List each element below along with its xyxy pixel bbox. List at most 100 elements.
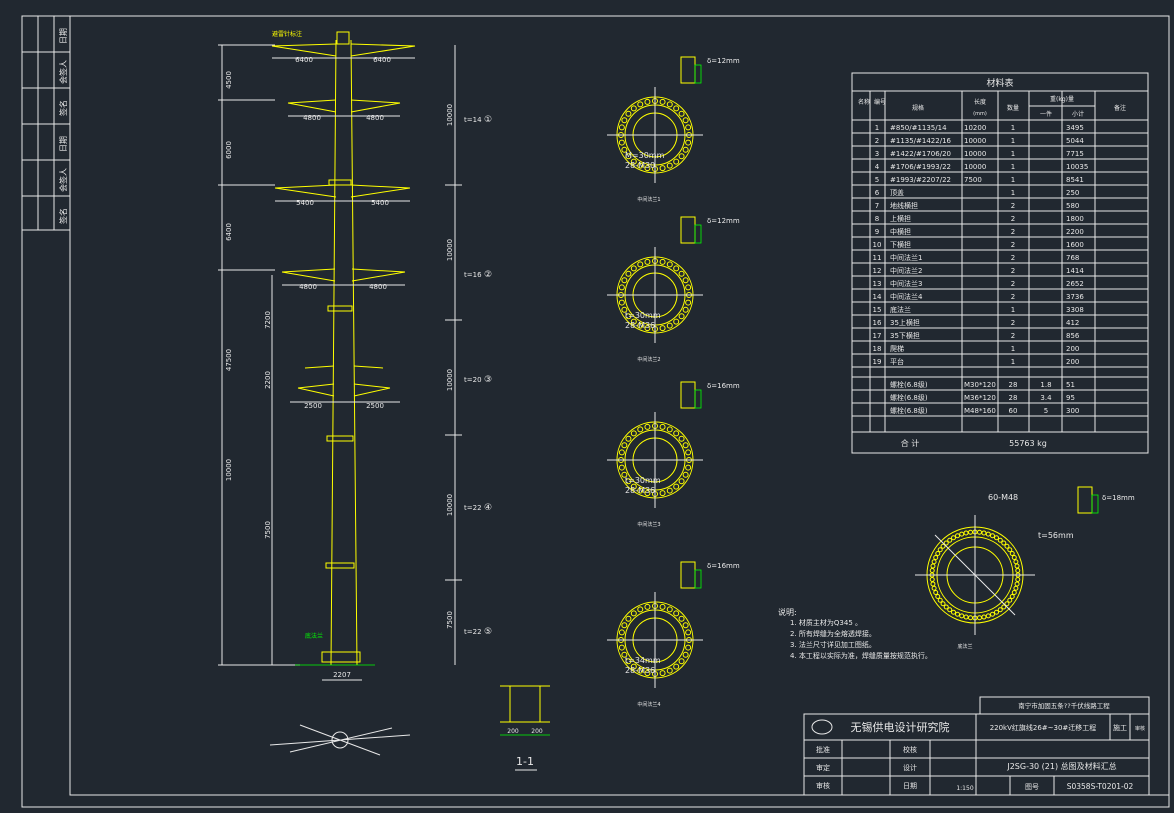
flange-note1-3: t=30mm [625, 476, 661, 485]
sheet-label: 图号 [1025, 783, 1039, 791]
drawing-number: S0358S-T0201-02 [1067, 782, 1134, 791]
hdr-weight-one: 一件 [1040, 110, 1052, 118]
flange-note2-3: 28-M36 [625, 486, 655, 495]
table-cell-spec: 中间法兰4 [890, 292, 923, 301]
hdr-remark: 备注 [1114, 104, 1126, 112]
table-cell-sub: 51 [1066, 381, 1075, 389]
table-cell-len: M36*120 [964, 394, 996, 402]
table-cell-qty: 1 [1011, 124, 1015, 132]
table-cell-sub: 580 [1066, 202, 1079, 210]
section-dim-2: 200 [531, 728, 543, 735]
table-cell-spec: #1993/#2207/22 [890, 176, 951, 184]
side-label-1: 日期 [59, 28, 68, 44]
tower-elevation: 4500 6000 6400 47500 7200 2200 10000 750… [218, 30, 492, 681]
table-cell-spec: 爬梯 [890, 344, 904, 353]
flange-note1-4: t=34mm [625, 656, 661, 665]
base-flange-label: 底法兰 [957, 643, 972, 650]
upper-arm: 4800 4800 [287, 99, 401, 122]
section-1-1: 200 200 1-1 [500, 685, 550, 771]
table-cell-spec: #1706/#1993/22 [890, 163, 951, 171]
seg-height-2: 6000 [225, 141, 233, 159]
right-dim-5: 7500 [446, 611, 454, 629]
table-cell-sub: 7715 [1066, 150, 1084, 158]
flange-weld-3: δ=16mm [707, 382, 740, 390]
table-cell-one: 1.8 [1040, 381, 1051, 389]
right-dim-2: 10000 [446, 239, 454, 261]
ground-wire-arm: 6400 6400 避雷针标注 [271, 30, 416, 64]
company-logo [811, 719, 833, 735]
side-label-3: 签名 [58, 100, 68, 116]
table-cell-qty: 2 [1011, 241, 1015, 249]
hdr-name: 名称 [858, 98, 870, 106]
arm-width-1: 6400 [295, 56, 313, 64]
table-cell-no: 16 [873, 319, 882, 327]
table-cell-sub: 3736 [1066, 293, 1084, 301]
table-cell-spec: 35下横担 [890, 331, 920, 340]
seg-height-6: 10000 [225, 459, 233, 481]
side-label-6: 签名 [58, 208, 68, 224]
table-cell-sub: 250 [1066, 189, 1079, 197]
materials-title: 材料表 [986, 77, 1013, 89]
right-dim-3: 10000 [446, 369, 454, 391]
table-cell-no: 14 [873, 293, 882, 301]
arm-width-6: 5400 [371, 199, 389, 207]
table-cell-spec: 底法兰 [890, 305, 911, 314]
table-cell-sub: 1600 [1066, 241, 1084, 249]
thickness-1: t=14 [464, 116, 482, 124]
notes-heading: 说明: [778, 607, 797, 617]
table-cell-no: 18 [873, 345, 882, 353]
seg-height-5: 2200 [264, 371, 272, 389]
table-cell-spec: 中间法兰3 [890, 279, 922, 288]
role-3-mid: 日期 [903, 782, 917, 790]
table-cell-one: 3.4 [1040, 394, 1052, 402]
table-cell-qty: 1 [1011, 189, 1015, 197]
flange-details: δ=12mmM=30mm28-M30中间法兰1δ=12mmt=30mm28-M3… [607, 56, 1135, 708]
table-cell-qty: 1 [1011, 358, 1015, 366]
table-cell-no: 12 [873, 267, 882, 275]
hdr-no: 编号 [874, 98, 886, 106]
table-cell-no: 17 [873, 332, 882, 340]
section-dim-1: 200 [507, 728, 519, 735]
table-cell-sub: 856 [1066, 332, 1080, 340]
thickness-3: t=20 [464, 376, 482, 384]
stage: 施工 [1113, 723, 1127, 732]
table-cell-qty: 2 [1011, 293, 1015, 301]
hdr-length-unit: (mm) [973, 111, 987, 117]
flange-weld-2: δ=12mm [707, 217, 740, 225]
pole-shaft [330, 39, 358, 666]
table-cell-len: 10000 [964, 163, 986, 171]
table-cell-len: 10000 [964, 150, 986, 158]
table-cell-spec: 下横担 [890, 240, 911, 249]
note-3: 3. 法兰尺寸详见加工图纸。 [790, 640, 876, 649]
table-cell-no: 2 [875, 137, 879, 145]
mark-5: ⑤ [484, 627, 492, 637]
flange-band [325, 562, 355, 569]
thickness-4: t=22 [464, 504, 482, 512]
table-cell-spec: 上横担 [890, 214, 911, 223]
project-header: 南宁市加固五条??千伏线路工程 [1018, 701, 1110, 710]
hdr-qty: 数量 [1007, 104, 1019, 112]
outer-frame [21, 15, 1170, 808]
base-flange-note2: t=56mm [1038, 531, 1074, 540]
flange-band [328, 179, 352, 186]
flange-note1-1: M=30mm [625, 151, 665, 160]
side-label-2: 会签人 [58, 60, 68, 84]
table-cell-len: M30*120 [964, 381, 996, 389]
role-3-left: 审核 [816, 781, 830, 790]
thickness-2: t=16 [464, 271, 482, 279]
table-cell-len: 7500 [964, 176, 982, 184]
table-cell-sub: 200 [1066, 358, 1079, 366]
table-cell-sub: 300 [1066, 407, 1079, 415]
mark-3: ③ [484, 375, 492, 385]
side-strip: 日期 会签人 签名 日期 会签人 签名 [21, 15, 71, 231]
flange-label-3: 中间法兰3 [637, 521, 660, 528]
table-cell-sub: 5044 [1066, 137, 1084, 145]
table-cell-qty: 28 [1009, 381, 1018, 389]
table-cell-sub: 10035 [1066, 163, 1088, 171]
arm-width-2: 6400 [373, 56, 391, 64]
